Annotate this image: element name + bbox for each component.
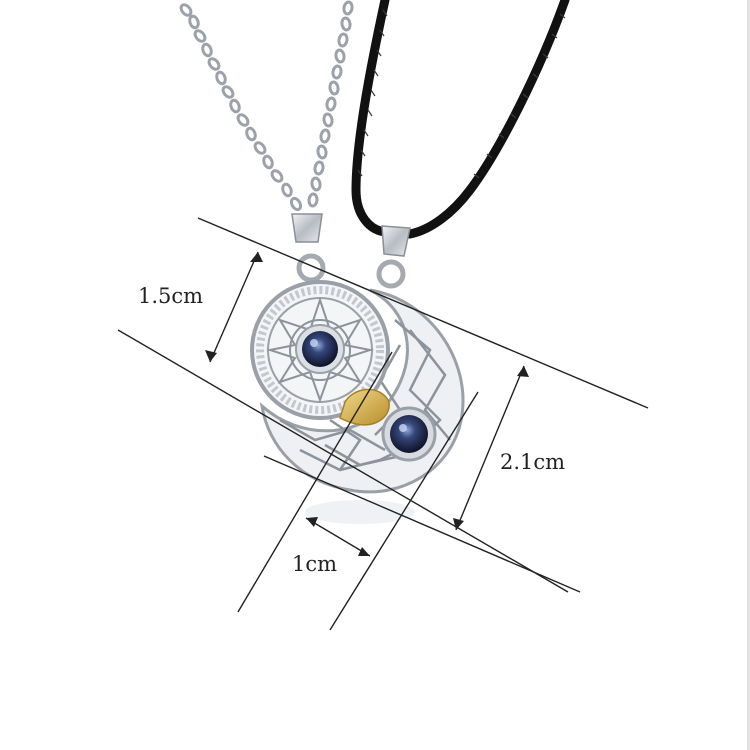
width-dimension-label: 1.5cm (138, 284, 204, 308)
black-cord (351, 0, 570, 239)
silver-chain (179, 0, 354, 212)
moon-projection-stone (390, 415, 428, 453)
moon-pendant (259, 288, 465, 494)
dimension-lines (117, 217, 649, 631)
sun-projection-stone (302, 331, 338, 367)
gold-heart (339, 388, 390, 426)
image-edge (747, 0, 750, 750)
cord-texture (357, 9, 566, 179)
left-bail (291, 213, 326, 283)
reflection (305, 500, 415, 524)
sun-pendant (250, 280, 390, 426)
thickness-dimension-label: 1cm (292, 552, 338, 576)
height-dimension-label: 2.1cm (500, 450, 566, 474)
right-bail (376, 225, 411, 289)
arrowheads (205, 252, 529, 556)
